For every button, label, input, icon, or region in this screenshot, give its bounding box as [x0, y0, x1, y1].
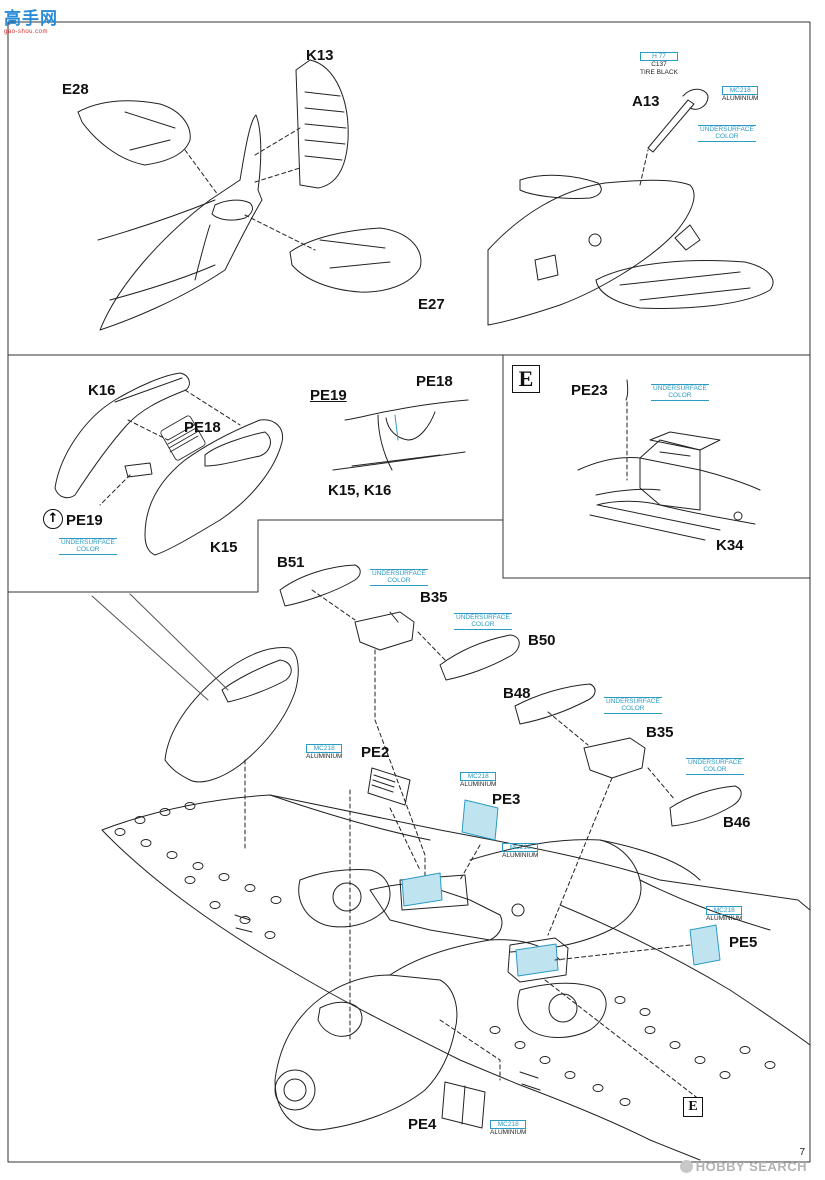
label-e27: E27	[418, 296, 445, 313]
callout-undersurface-pe23-line2: COLOR	[668, 392, 692, 400]
callout-undersurface-b51-line1: UNDERSURFACE	[372, 570, 426, 577]
label-pe18-section: PE18	[416, 373, 453, 390]
cowling-drawing	[91, 593, 299, 783]
label-b46: B46	[723, 814, 751, 831]
callout-undersurface-b51: UNDERSURFACE COLOR	[370, 569, 428, 586]
hobby-search-logo-icon	[679, 1160, 693, 1173]
label-k15: K15	[210, 539, 238, 556]
site-logo-domain: gao-shou.com	[4, 29, 49, 35]
callout-tire-code: H 77	[640, 52, 678, 62]
label-b48: B48	[503, 685, 531, 702]
callout-mc218-name: ALUMINIUM	[722, 95, 759, 103]
callout-pe4-name: ALUMINIUM	[490, 1129, 527, 1137]
label-pe4: PE4	[408, 1116, 437, 1133]
callout-cockpit-code: MC218	[502, 843, 539, 853]
label-k13: K13	[306, 47, 334, 64]
radiator-assembly-drawing	[279, 564, 742, 936]
site-logo: 高手网 gao-shou.com	[4, 4, 74, 35]
label-b35-lower: B35	[646, 724, 674, 741]
callout-undersurface-k15-line2: COLOR	[76, 546, 100, 554]
callout-undersurface-line2: COLOR	[715, 133, 739, 141]
callout-mc218-code: MC218	[722, 86, 759, 96]
label-pe18: PE18	[184, 419, 221, 436]
label-b50: B50	[528, 632, 556, 649]
label-k16: K16	[88, 382, 116, 399]
label-b35-upper: B35	[420, 589, 448, 606]
site-logo-brand: 高手网	[4, 9, 58, 29]
callout-mc218-tailwheel: MC218 ALUMINIUM	[722, 86, 759, 103]
callout-undersurface-b50-line1: UNDERSURFACE	[456, 614, 510, 621]
callout-pe2-name: ALUMINIUM	[306, 753, 343, 761]
label-a13: A13	[632, 93, 660, 110]
callout-undersurface-k15: UNDERSURFACE COLOR	[59, 538, 117, 555]
callout-undersurface-b51-line2: COLOR	[387, 577, 411, 585]
callout-undersurface-b50-line2: COLOR	[471, 621, 495, 629]
label-pe2: PE2	[361, 744, 390, 761]
callout-undersurface-k15-line1: UNDERSURFACE	[61, 539, 115, 546]
pe-parts-drawing	[244, 759, 721, 1129]
label-pe19: PE19	[66, 512, 103, 529]
label-pe19-section: PE19	[310, 387, 347, 404]
callout-pe3-name: ALUMINIUM	[460, 781, 497, 789]
panel-e-drawing	[577, 379, 761, 541]
callout-undersurface-pe23-line1: UNDERSURFACE	[653, 385, 707, 392]
callout-pe5-code: MC218	[706, 906, 743, 916]
step-tag-e-large: E	[512, 365, 540, 393]
callout-tire-black: H 77 C137 TIRE BLACK	[640, 52, 678, 76]
label-pe3: PE3	[492, 791, 521, 808]
callout-undersurface-b50: UNDERSURFACE COLOR	[454, 613, 512, 630]
airframe-drawing	[101, 794, 811, 1161]
exhaust-cover-drawing	[54, 372, 284, 556]
label-b51: B51	[277, 554, 305, 571]
callout-undersurface-b46: UNDERSURFACE COLOR	[686, 758, 744, 775]
callout-pe5-name: ALUMINIUM	[706, 915, 743, 923]
label-k34: K34	[716, 537, 744, 554]
callout-undersurface-b48-line1: UNDERSURFACE	[606, 698, 660, 705]
callout-undersurface-line1: UNDERSURFACE	[700, 126, 754, 133]
pe19-pe18-section-drawing	[332, 399, 469, 471]
step-tag-e-small: E	[683, 1097, 703, 1117]
tail-assembly-drawing	[77, 59, 422, 331]
callout-undersurface-b48: UNDERSURFACE COLOR	[604, 697, 662, 714]
callout-mc218-pe5: MC218 ALUMINIUM	[706, 906, 743, 923]
callout-cockpit-name: ALUMINIUM	[502, 852, 539, 860]
callout-undersurface-b48-line2: COLOR	[621, 705, 645, 713]
callout-mc218-pe4: MC218 ALUMINIUM	[490, 1120, 527, 1137]
callout-tire-c: C137	[651, 61, 667, 69]
callout-tire-name: TIRE BLACK	[640, 68, 678, 76]
hobby-search-watermark: HOBBY SEARCH	[679, 1159, 807, 1174]
callout-undersurface-b46-line1: UNDERSURFACE	[688, 759, 742, 766]
callout-pe4-code: MC218	[490, 1120, 527, 1130]
arrow-up-circle-icon: ↑	[43, 509, 63, 529]
label-e28: E28	[62, 81, 89, 98]
label-k15-k16: K15, K16	[328, 482, 392, 499]
callout-mc218-cockpit: MC218 ALUMINIUM	[502, 843, 539, 860]
callout-undersurface-tailwheel: UNDERSURFACE COLOR	[698, 125, 756, 142]
callout-undersurface-b46-line2: COLOR	[703, 766, 727, 774]
panel-borders	[7, 21, 811, 1163]
callout-pe2-code: MC218	[306, 744, 343, 754]
label-pe5: PE5	[729, 934, 758, 951]
callout-undersurface-pe23: UNDERSURFACE COLOR	[651, 384, 709, 401]
page-number: 7	[799, 1147, 805, 1158]
label-pe23: PE23	[571, 382, 608, 399]
callout-pe3-code: MC218	[460, 772, 497, 782]
callout-mc218-pe3: MC218 ALUMINIUM	[460, 772, 497, 789]
tailwheel-assembly-drawing	[487, 88, 774, 326]
callout-mc218-pe2: MC218 ALUMINIUM	[306, 744, 343, 761]
watermark-text: HOBBY SEARCH	[695, 1159, 807, 1174]
